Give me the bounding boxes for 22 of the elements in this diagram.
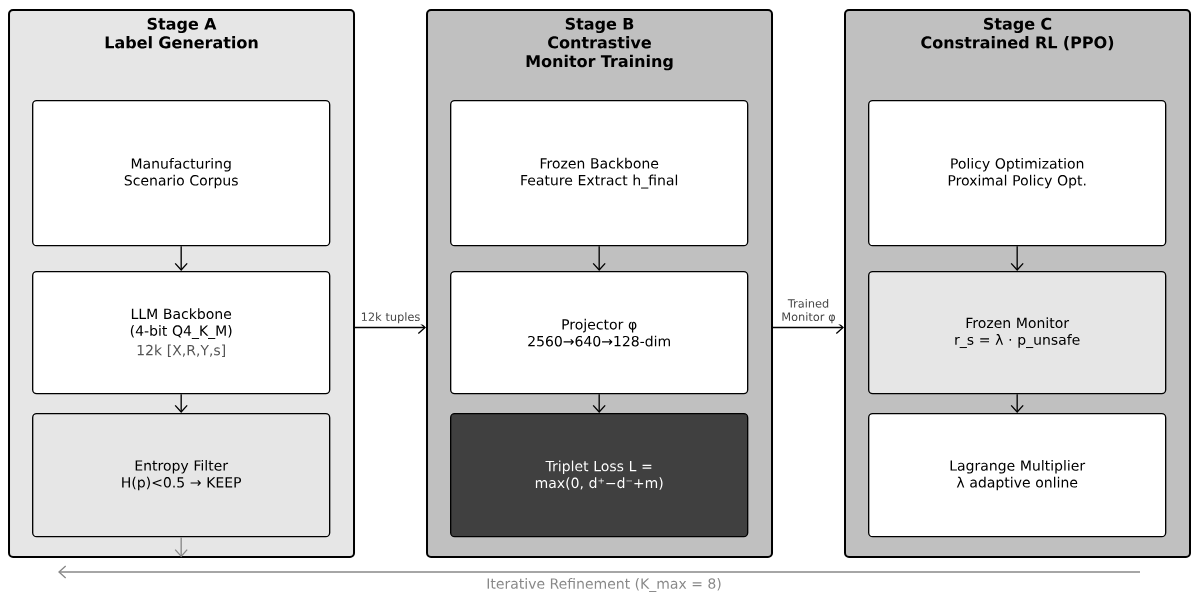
arrow [592, 245, 606, 271]
caption-text: Iterative Refinement (K_max = 8) [487, 578, 721, 592]
edge-label: 12k tuples [355, 310, 426, 325]
arrow [1010, 245, 1024, 271]
process-box: Policy Optimization Proximal Policy Opt. [868, 100, 1167, 247]
arrow [592, 393, 606, 413]
arrow [174, 536, 188, 558]
arrow [1010, 393, 1024, 413]
process-box: Frozen Backbone Feature Extract h_final [450, 100, 749, 247]
process-box: Frozen Monitor r_s = λ · p_unsafe [868, 271, 1167, 395]
process-box: Lagrange Multiplier λ adaptive online [868, 413, 1167, 538]
stage-title: Stage C Constrained RL (PPO) [921, 17, 1114, 51]
process-box: Entropy Filter H(p)<0.5 → KEEP [32, 413, 331, 538]
stage-title: Stage A Label Generation [105, 17, 258, 49]
process-box: LLM Backbone (4-bit Q4_K_M) 12k [X,R,Y,s] [32, 271, 331, 395]
process-box: Projector φ 2560→640→128-dim [450, 271, 749, 395]
arrow [174, 245, 188, 271]
process-box: Manufacturing Scenario Corpus [32, 100, 331, 247]
edge-label: Trained Monitor φ [773, 297, 844, 325]
process-box: Triplet Loss L = max(0, d⁺−d⁻+m) [450, 413, 749, 538]
arrow [174, 393, 188, 413]
stage-title: Stage B Contrastive Monitor Training [526, 17, 673, 71]
